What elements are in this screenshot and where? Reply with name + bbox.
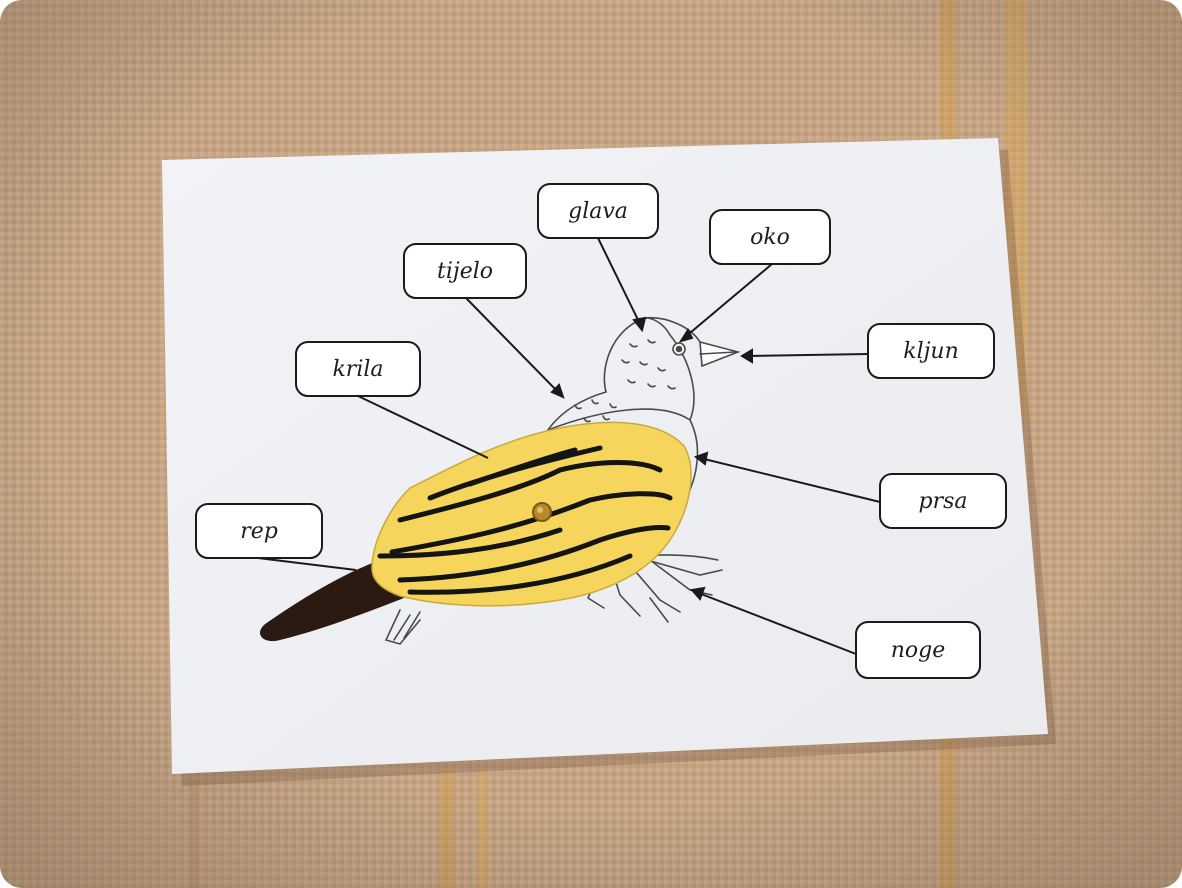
label-oko-text: oko <box>750 225 790 250</box>
label-tijelo-text: tijelo <box>437 259 493 284</box>
label-noge: noge <box>856 622 980 678</box>
label-glava: glava <box>538 184 658 238</box>
label-krila: krila <box>296 342 420 396</box>
label-prsa-text: prsa <box>918 489 967 514</box>
label-glava-text: glava <box>568 199 628 224</box>
label-krila-text: krila <box>332 357 383 382</box>
label-rep: rep <box>196 504 322 558</box>
label-kljun-text: kljun <box>903 339 959 364</box>
label-noge-text: noge <box>891 638 946 663</box>
label-tijelo: tijelo <box>404 244 526 298</box>
label-oko: oko <box>710 210 830 264</box>
label-kljun: kljun <box>868 324 994 378</box>
label-prsa: prsa <box>880 474 1006 528</box>
label-rep-text: rep <box>240 519 278 544</box>
